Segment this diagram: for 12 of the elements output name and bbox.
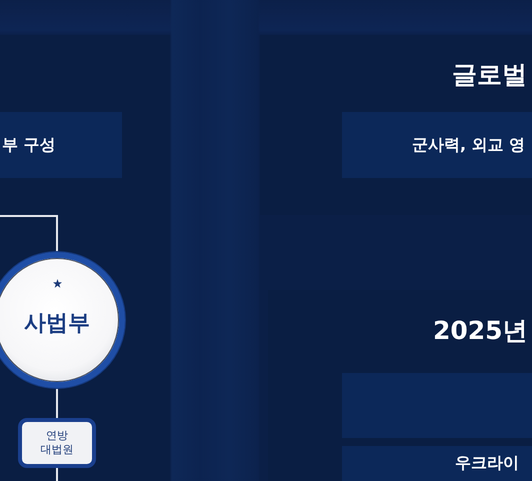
box-label: 연방 대법원 [40,428,74,458]
circle-label: 사법부 [24,310,90,338]
label-box [18,418,96,468]
panel [0,35,170,481]
connector-line [0,215,58,252]
connector-line [56,388,58,418]
panel-heading: 2025년 [433,316,528,346]
band-text: 부 구성 [2,134,56,156]
band-text: 군사력, 외교 영 [412,134,526,156]
connector-line [56,468,58,481]
band-text: 우크라이 [455,453,519,474]
panel-heading: 글로벌 [452,60,527,90]
